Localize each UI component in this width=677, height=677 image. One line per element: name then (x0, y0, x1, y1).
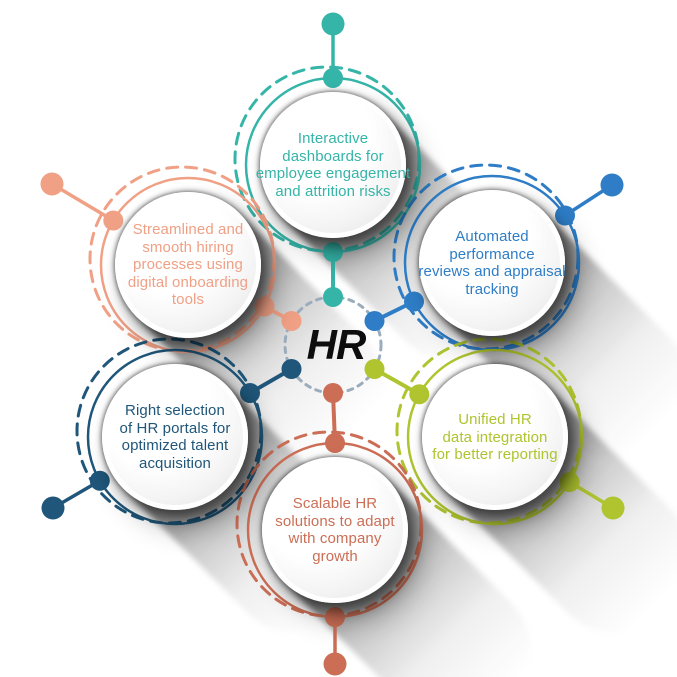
ring-node-dot (325, 433, 345, 453)
ring-node-dot (103, 210, 124, 231)
label-line: tools (171, 291, 205, 308)
label-line: optimized talent (121, 437, 229, 454)
label-line: performance (449, 245, 535, 263)
node-label-dashboards: Interactive dashboards for employee enga… (238, 130, 428, 200)
label-line: of HR portals for (119, 419, 231, 437)
hub-dot-hiring (281, 311, 302, 331)
connector-end-dot (40, 172, 64, 196)
label-line: Unified HR (458, 411, 532, 428)
ring-scalable (235, 392, 424, 676)
solid-ring (86, 348, 264, 526)
label-line: smooth hiring (142, 238, 234, 256)
label-line: Scalable HR (292, 495, 378, 512)
ring-node-dot (323, 68, 343, 88)
label-line: with company (288, 530, 382, 547)
label-line: digital onboarding (127, 273, 249, 291)
ring-node-dot (555, 205, 575, 226)
hub-dot-scalable (323, 383, 343, 403)
ring-node-dot (559, 472, 580, 492)
label-line: data integration (442, 428, 548, 446)
label-line: reviews and appraisal (418, 263, 566, 280)
hub-dot-performance (364, 311, 385, 331)
hub-dot-integration (364, 359, 385, 379)
node-label-performance: Automated performance reviews and apprai… (397, 228, 587, 298)
label-line: tracking (465, 280, 519, 298)
connector-end-dot (323, 652, 347, 676)
label-line: Interactive (297, 130, 369, 147)
node-label-hiring: Streamlined and smooth hiring processes … (93, 221, 283, 309)
label-line: acquisition (139, 454, 211, 472)
label-line: growth (312, 547, 358, 565)
solid-ring (406, 348, 584, 526)
label-line: Automated (455, 228, 529, 245)
center-label: HR (306, 321, 367, 368)
label-line: employee engagement (255, 165, 411, 182)
ring-dashboards (233, 12, 422, 297)
ring-integration (373, 337, 625, 526)
node-circle-performance (419, 190, 565, 336)
connector-end-dot (321, 12, 345, 36)
node-circle-portals (102, 364, 248, 510)
label-line: processes using (133, 256, 243, 273)
connector-end-dot (41, 496, 65, 520)
label-line: Right selection (125, 402, 225, 419)
node-label-scalable: Scalable HR solutions to adapt with comp… (240, 495, 430, 565)
connector-line (51, 182, 115, 223)
ring-node-dot (254, 296, 275, 317)
hub-dot-dashboards (323, 287, 343, 307)
ring-portals (41, 337, 293, 526)
hub-dot-portals (281, 359, 302, 379)
connector-end-dot (601, 496, 625, 520)
ring-node-dot (325, 607, 345, 627)
connector-end-dot (600, 173, 624, 197)
hub (281, 287, 385, 403)
node-circle-scalable (262, 457, 408, 603)
ring-node-dot (404, 291, 424, 312)
label-line: for better reporting (432, 446, 558, 463)
ring-node-dot (89, 470, 110, 491)
ring-node-dot (323, 242, 343, 262)
node-label-integration: Unified HR data integration for better r… (400, 411, 590, 464)
node-label-portals: Right selection of HR portals for optimi… (80, 402, 270, 472)
node-circle-integration (422, 364, 568, 510)
label-line: solutions to adapt (275, 512, 395, 530)
label-line: Streamlined and (132, 221, 244, 238)
ring-node-dot (240, 383, 260, 403)
node-circle-hiring (115, 192, 261, 338)
ring-node-dot (409, 384, 430, 405)
node-circle-dashboards (260, 92, 406, 238)
label-line: dashboards for (282, 147, 384, 165)
label-line: and attrition risks (275, 182, 391, 200)
